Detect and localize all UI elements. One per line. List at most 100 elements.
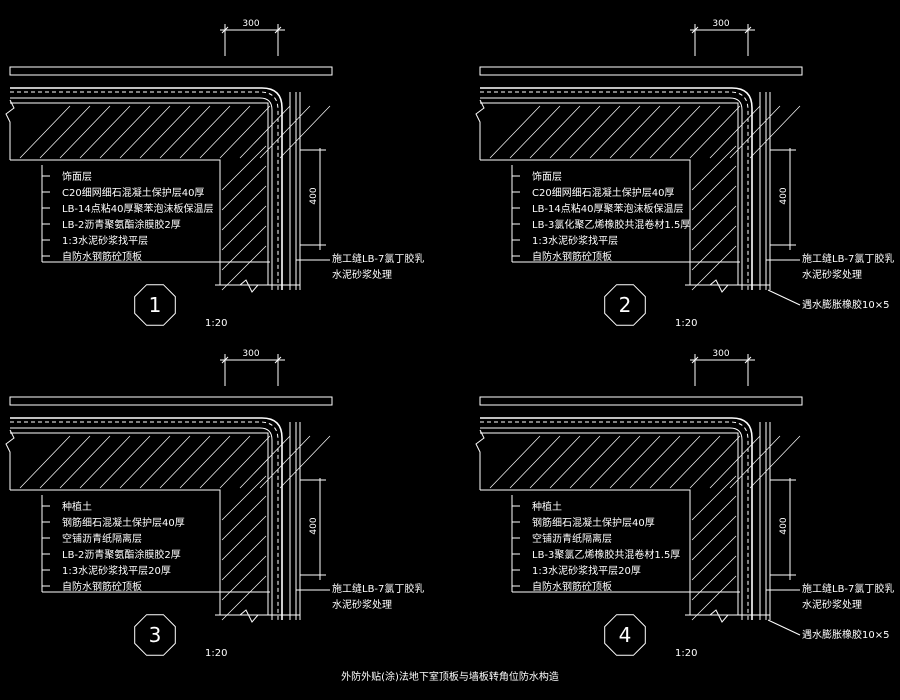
layer-label: 饰面层 [532,170,562,183]
hatch-line [99,435,151,489]
hatch-line [259,435,311,489]
screed-line [480,97,743,290]
hatch-line [221,535,267,581]
dim-side-label: 400 [309,187,319,204]
hatch-line [199,105,251,159]
hatch-line [221,555,267,601]
hatch-line [649,435,701,489]
hatch-line [669,435,721,489]
hatch-line [79,105,131,159]
dim-top-label: 300 [712,19,729,29]
hatch-line [609,105,661,159]
dim-tick [221,356,229,364]
hatch-line [279,435,331,489]
break-line [475,429,485,490]
detail-2: 300400饰面层C20细网细石混凝土保护层40厚LB-14点粘40厚聚苯泡沫板… [475,19,894,329]
drawing-title: 外防外贴(涂)法地下室顶板与墙板转角位防水构造 [341,670,559,683]
hatch-line [691,165,737,211]
hatch-line [489,105,541,159]
hatch-line [159,105,211,159]
right-note: 水泥砂浆处理 [802,268,862,281]
hatch-line [669,105,721,159]
hatch-line [691,535,737,581]
hatch-line [221,145,267,191]
layer-label: 种植土 [532,500,562,513]
dim-tick [744,26,752,34]
finish-layer [9,396,333,406]
layer-label: 自防水钢筋砼顶板 [532,580,612,593]
hatch-line [509,105,561,159]
detail-1: 300400饰面层C20细网细石混凝土保护层40厚LB-14点粘40厚聚苯泡沫板… [5,19,424,329]
hatch-line [221,185,267,231]
layer-label: 自防水钢筋砼顶板 [62,250,142,263]
hatch-line [529,435,581,489]
hatch-line [691,515,737,561]
hatch-line [709,435,761,489]
concrete-hatch [19,105,331,291]
hatch-line [729,105,781,159]
dim-side-label: 400 [779,187,789,204]
dim-top-label: 300 [242,19,259,29]
hatch-line [221,495,267,541]
hatch-line [79,435,131,489]
dim-tick [274,356,282,364]
dim-top-label: 300 [242,349,259,359]
detail-4: 300400种植土钢筋细石混凝土保护层40厚空铺沥青纸隔离层LB-3聚氯乙烯橡胶… [475,349,894,659]
hatch-line [691,225,737,271]
right-note: 施工缝LB-7氯丁胶乳 [802,582,894,595]
hatch-line [629,435,681,489]
membrane-line [480,87,753,290]
detail-number-badge [604,284,646,326]
right-note: 水泥砂浆处理 [802,598,862,611]
hatch-line [589,105,641,159]
dim-tick [744,356,752,364]
hatch-line [221,515,267,561]
hatch-line [691,555,737,601]
layer-label: 1:3水泥砂浆找平层 [62,234,148,247]
hatch-line [691,495,737,541]
layer-label: 饰面层 [62,170,92,183]
hatch-line [179,105,231,159]
hatch-line [219,105,271,159]
hatch-line [689,435,741,489]
hatch-line [569,435,621,489]
layer-label: LB-2沥青聚氨酯涂膜胶2厚 [62,218,181,231]
hatch-line [549,435,601,489]
hatch-line [569,105,621,159]
detail-number: 4 [619,623,632,647]
dim-tick [221,26,229,34]
right-note: 水泥砂浆处理 [332,598,392,611]
break-line-bottom [215,609,300,623]
hatch-line [179,435,231,489]
detail-number: 3 [149,623,162,647]
hatch-line [159,435,211,489]
layer-label: LB-2沥青聚氨酯涂膜胶2厚 [62,548,181,561]
screed-line [10,97,273,290]
screed-line [10,427,273,620]
hatch-line [221,225,267,271]
concrete-hatch [489,435,801,621]
hatch-line [691,185,737,231]
hatch-line [749,435,801,489]
concrete-slab [10,432,269,616]
note-leader [767,619,801,636]
hatch-line [509,435,561,489]
finish-layer [9,66,333,76]
detail-3: 300400种植土钢筋细石混凝土保护层40厚空铺沥青纸隔离层LB-2沥青聚氨酯涂… [5,349,424,659]
hatch-line [221,475,267,521]
break-line [475,99,485,160]
layer-label: 1:3水泥砂浆找平层20厚 [62,564,171,577]
layer-label: 1:3水泥砂浆找平层20厚 [532,564,641,577]
hatch-line [219,435,271,489]
screed-line [480,427,743,620]
hatch-line [199,435,251,489]
dim-tick [691,356,699,364]
hatch-line [221,245,267,291]
membrane-line [10,87,283,290]
layer-label: 空铺沥青纸隔离层 [532,532,612,545]
hatch-line [589,435,641,489]
right-note: 遇水膨胀橡胶10×5 [802,298,889,311]
break-line [5,99,15,160]
right-note: 施工缝LB-7氯丁胶乳 [332,252,424,265]
